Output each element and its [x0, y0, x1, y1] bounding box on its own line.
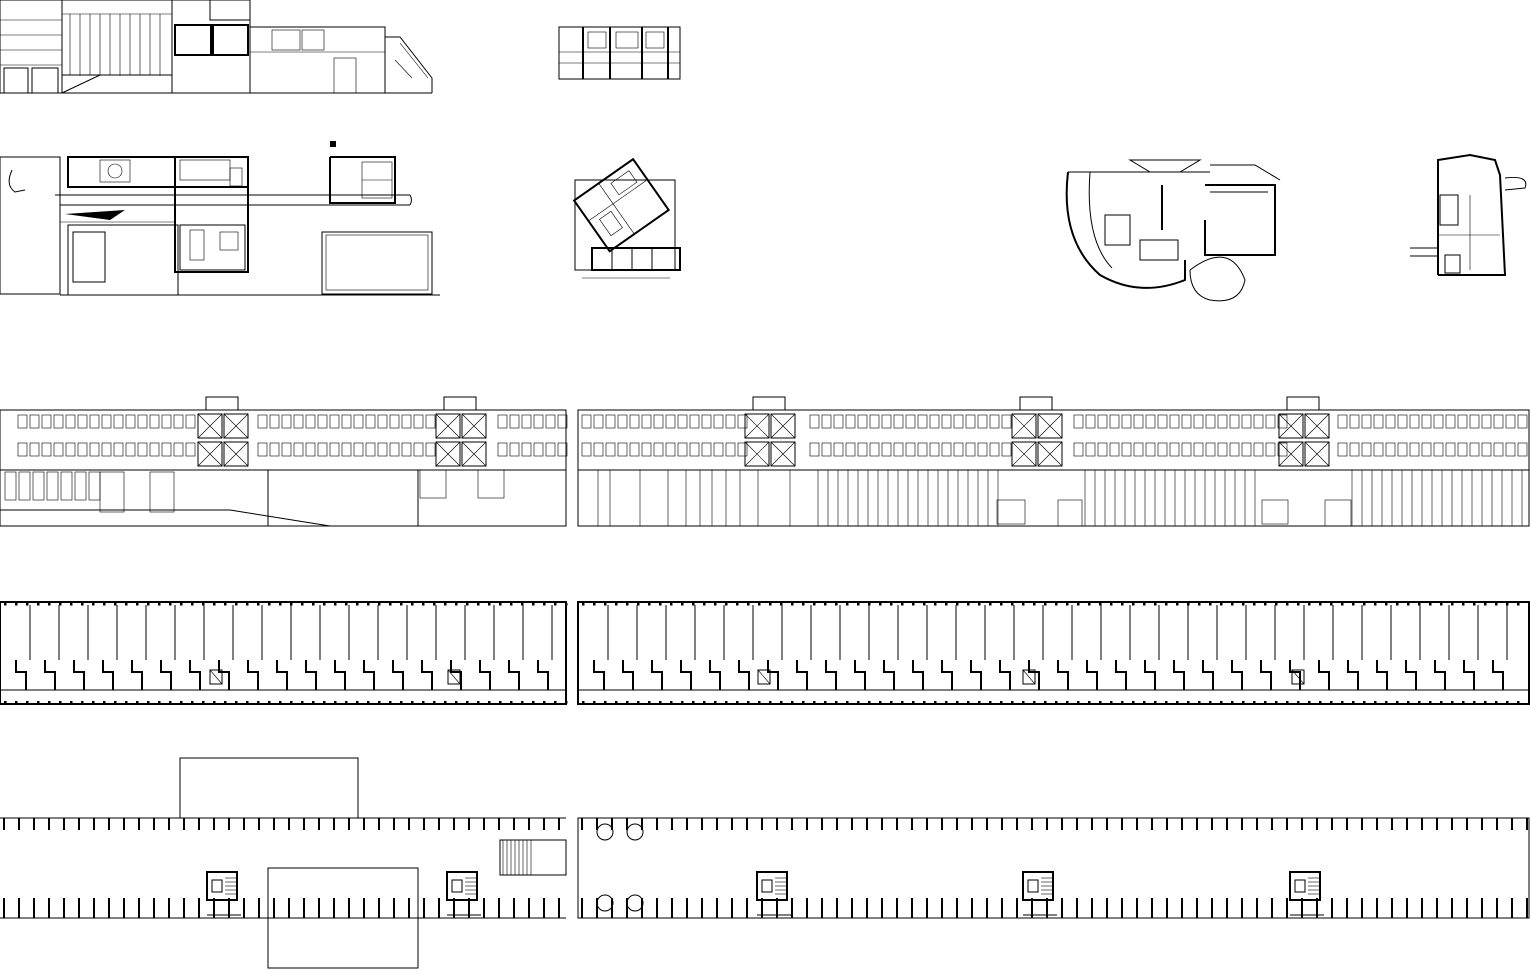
small-house-plan — [1410, 153, 1527, 276]
villa-elevation — [0, 0, 433, 94]
slab-elevation — [0, 396, 1530, 527]
villa-plan — [0, 141, 440, 296]
pavilion-elevation — [558, 26, 681, 80]
slab-typical-floor-plan — [0, 601, 1530, 705]
curved-building-plan — [1065, 159, 1281, 302]
slab-ground-floor-plan — [0, 757, 1530, 969]
rotated-house-plan — [572, 157, 681, 279]
